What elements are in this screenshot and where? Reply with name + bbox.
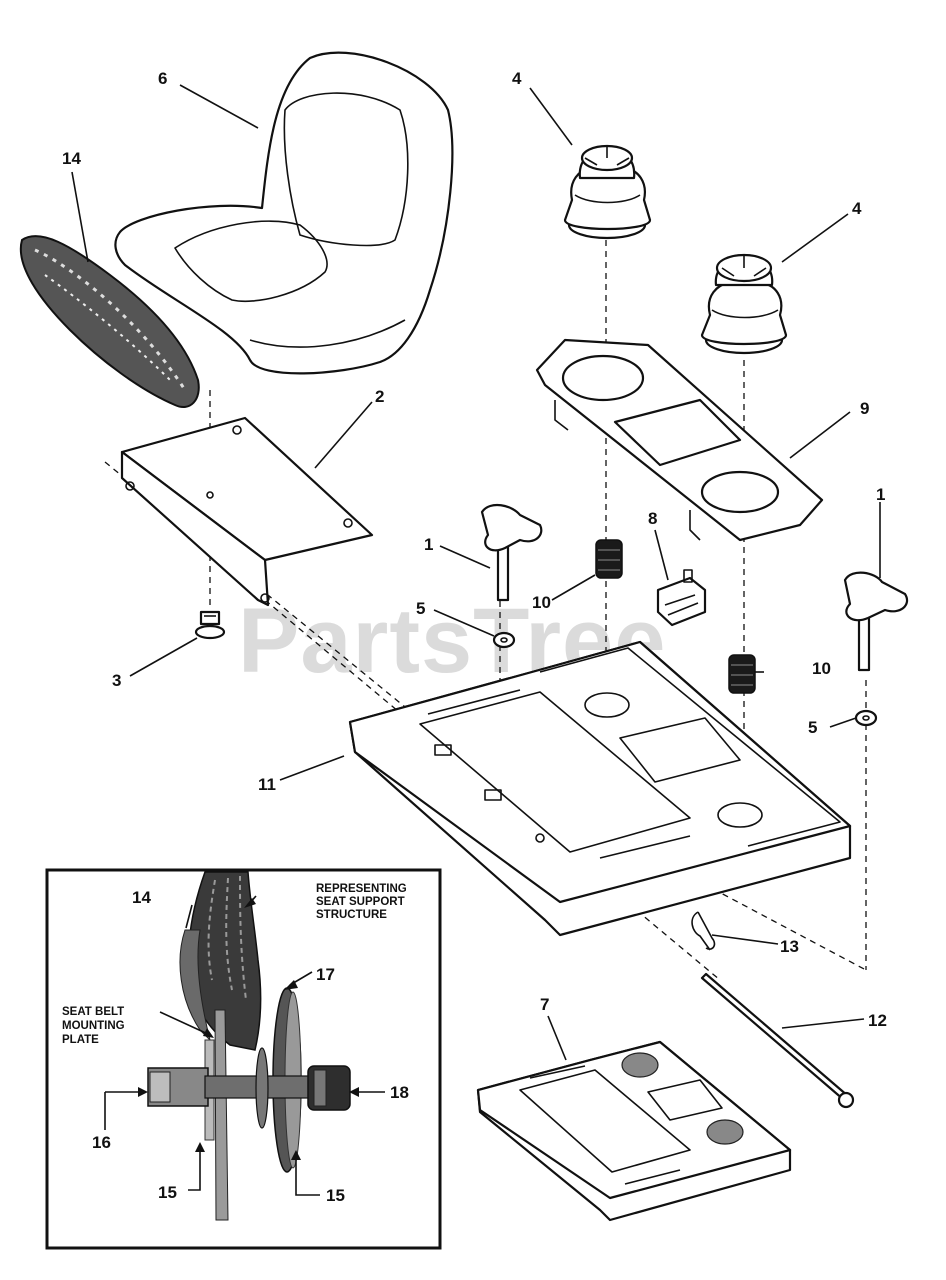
label-structure-1: REPRESENTING <box>316 883 407 895</box>
callout-knob-right: 1 <box>876 485 885 504</box>
label-structure-2: SEAT SUPPORT <box>316 896 405 908</box>
callout-hairpin-clip: 13 <box>780 937 799 956</box>
isolator-right-part <box>700 253 788 355</box>
label-plate-2: MOUNTING <box>62 1020 125 1032</box>
label-structure-3: STRUCTURE <box>316 909 387 921</box>
inset-frame <box>45 868 442 1250</box>
inset-detail: REPRESENTING SEAT SUPPORT STRUCTURE SEAT… <box>45 868 442 1250</box>
washer-left-part <box>492 631 516 649</box>
switch-part <box>656 569 707 627</box>
inset-callout-bolt: 16 <box>92 1133 111 1152</box>
callout-isolator-left: 4 <box>512 69 522 88</box>
spring-right-part <box>728 654 756 694</box>
callout-isolator-right: 4 <box>852 199 862 218</box>
label-plate-3: PLATE <box>62 1034 99 1046</box>
inset-callout-belt: 14 <box>132 888 151 907</box>
callout-seat-base: 11 <box>258 775 276 794</box>
isolator-left-part <box>563 144 652 240</box>
callout-spring-right: 10 <box>812 659 831 678</box>
callout-isolator-plate: 9 <box>860 399 869 418</box>
knob-left-part <box>480 503 543 602</box>
inset-callout-nut: 18 <box>390 1083 409 1102</box>
inset-callout-washer-left: 15 <box>158 1183 177 1202</box>
seat-base-part <box>348 640 852 937</box>
callout-seat-belt: 14 <box>62 149 81 168</box>
hairpin-clip-part <box>691 911 716 951</box>
inset-callout-washer-large: 17 <box>316 965 335 984</box>
isolator-plate-part <box>535 338 824 542</box>
callout-bolt: 3 <box>112 671 121 690</box>
callout-knob-left: 1 <box>424 535 433 554</box>
label-plate-1: SEAT BELT <box>62 1006 124 1018</box>
inset-callout-washer-right: 15 <box>326 1186 345 1205</box>
callout-seat-bracket: 2 <box>375 387 384 406</box>
seat-belt-part <box>19 235 200 408</box>
seat-part <box>114 51 454 375</box>
knob-right-part <box>843 571 909 672</box>
seat-base-alt-part <box>476 1040 792 1222</box>
spring-left-part <box>595 539 623 579</box>
pivot-rod-part <box>700 972 855 1109</box>
callout-spring-left: 10 <box>532 593 551 612</box>
callout-numbers: 6 14 4 4 2 9 1 1 8 10 10 5 5 3 11 13 12 … <box>62 69 887 1030</box>
washer-right-part <box>854 709 878 727</box>
callout-pivot-rod: 12 <box>868 1011 887 1030</box>
callout-washer-right: 5 <box>808 718 817 737</box>
callout-switch: 8 <box>648 509 657 528</box>
bolt-part <box>194 610 226 640</box>
seat-belt-mounting-plate <box>214 1009 229 1221</box>
leader-lines <box>71 84 881 1061</box>
callout-seat: 6 <box>158 69 167 88</box>
inset-washer-15 <box>255 1047 269 1129</box>
seat-bracket-part <box>120 416 374 607</box>
callout-washer-left: 5 <box>416 599 425 618</box>
callout-seat-base-alt: 7 <box>540 995 549 1014</box>
